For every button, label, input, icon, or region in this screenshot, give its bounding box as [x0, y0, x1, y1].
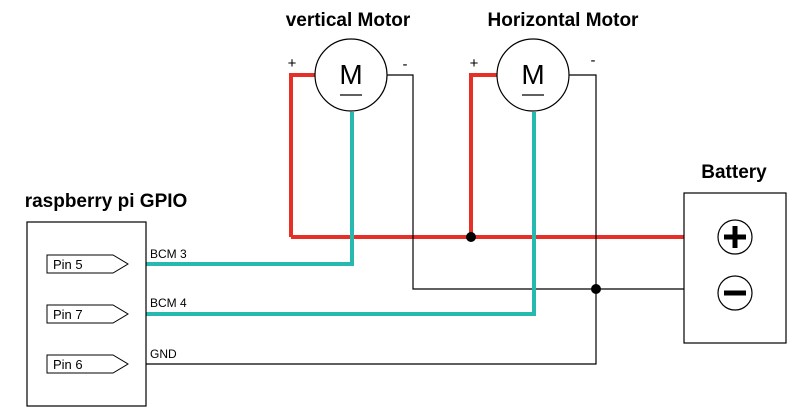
motor-horizontal-minus-label: -	[591, 52, 596, 69]
motor-vertical-plus-label: +	[288, 55, 297, 72]
gpio-pin-label: Pin 7	[53, 307, 83, 322]
gpio-signal-label: BCM 3	[150, 247, 187, 261]
motor-horizontal: Horizontal Motor M + -	[470, 10, 640, 112]
motor-horizontal-title: Horizontal Motor	[488, 10, 640, 31]
gpio-header: raspberry pi GPIO Pin 5 BCM 3 Pin 7 BCM …	[25, 191, 188, 407]
motor-horizontal-body	[496, 38, 570, 112]
ground-wires	[128, 74, 688, 365]
battery: Battery	[683, 162, 787, 344]
motor-horizontal-symbol: M	[521, 59, 544, 90]
junction-dot-power	[466, 232, 476, 242]
gpio-signal-label: GND	[150, 347, 177, 361]
signal-wire-bcm3	[128, 112, 354, 266]
junction-dot-ground	[591, 284, 601, 294]
signal-wire-bcm4	[128, 112, 536, 316]
ground-wire-vertical-motor	[386, 74, 688, 290]
motor-vertical-body	[314, 38, 388, 112]
ground-wire-gpio	[128, 289, 597, 365]
ground-wire-horizontal-motor	[569, 74, 597, 289]
gpio-pin-label: Pin 5	[53, 257, 83, 272]
gpio-pin: Pin 5 BCM 3	[46, 247, 187, 274]
motor-vertical-symbol: M	[339, 59, 362, 90]
gpio-pin-connector	[46, 254, 129, 274]
gpio-pin: Pin 6 GND	[46, 347, 177, 374]
gpio-pin: Pin 7 BCM 4	[46, 296, 187, 324]
gpio-pin-label: Pin 6	[53, 357, 83, 372]
power-wires	[289, 73, 688, 239]
gpio-pin-connector	[46, 304, 129, 324]
gpio-title: raspberry pi GPIO	[25, 191, 188, 212]
motor-vertical: vertical Motor M + -	[286, 10, 411, 112]
gpio-pin-connector	[46, 354, 129, 374]
battery-minus-icon	[717, 275, 753, 311]
battery-title: Battery	[701, 162, 767, 183]
power-wire-horizontal-motor	[469, 73, 497, 237]
battery-box	[683, 192, 787, 344]
motor-vertical-minus-label: -	[403, 56, 408, 73]
motor-horizontal-plus-label: +	[470, 55, 479, 72]
signal-wires	[128, 112, 536, 316]
gpio-signal-label: BCM 4	[150, 296, 187, 310]
motor-vertical-title: vertical Motor	[286, 10, 411, 31]
power-wire-vertical-motor	[289, 73, 316, 237]
battery-plus-icon	[717, 219, 753, 255]
